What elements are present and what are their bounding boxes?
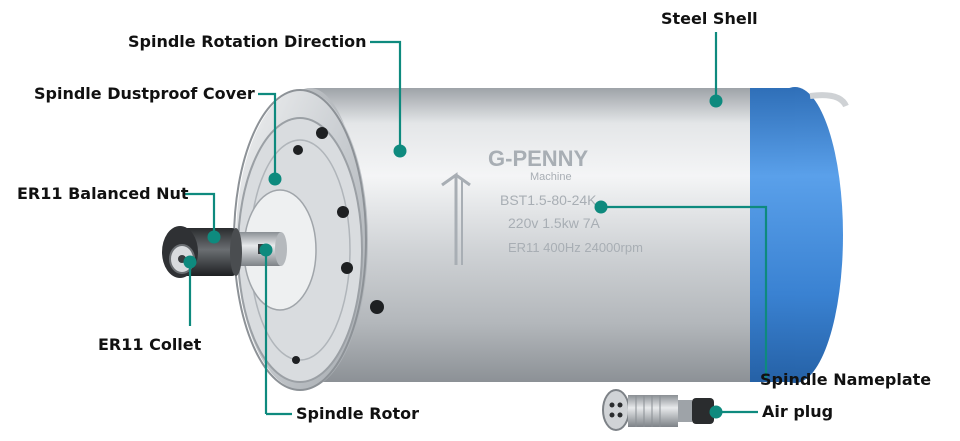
- spindle-blue-cap: [745, 87, 849, 383]
- callout-line-dustproof: [258, 92, 277, 178]
- bolt-icon: [337, 206, 349, 218]
- callout-dot-rotor: [259, 243, 273, 257]
- er11-nut: [162, 226, 242, 278]
- nameplate-model: BST1.5-80-24K: [500, 192, 597, 208]
- callout-line-nameplate: [601, 205, 768, 378]
- nameplate-brand: G-PENNY: [488, 146, 589, 171]
- bolt-icon: [341, 262, 353, 274]
- engraved-nameplate: G-PENNY Machine BST1.5-80-24K 220v 1.5kw…: [441, 146, 643, 265]
- label-air-plug: Air plug: [762, 402, 834, 421]
- callout-dots: [183, 94, 723, 419]
- callout-dot-dustproof: [268, 172, 282, 186]
- callout-lines: [183, 32, 768, 416]
- callout-dot-nameplate: [594, 200, 608, 214]
- label-collet: ER11 Collet: [98, 335, 202, 354]
- bolt-icon: [292, 356, 300, 364]
- label-dustproof-cover: Spindle Dustproof Cover: [34, 84, 255, 103]
- label-rotation-direction: Spindle Rotation Direction: [128, 32, 367, 51]
- nameplate-spec: ER11 400Hz 24000rpm: [508, 240, 643, 255]
- callout-dot-balanced-nut: [207, 230, 221, 244]
- label-steel-shell: Steel Shell: [661, 9, 758, 28]
- callout-line-rotation: [370, 40, 402, 150]
- label-rotor: Spindle Rotor: [296, 404, 420, 423]
- callout-line-rotor: [264, 250, 292, 416]
- label-nameplate: Spindle Nameplate: [760, 370, 932, 389]
- bolt-icon: [370, 300, 384, 314]
- callout-dot-collet: [183, 255, 197, 269]
- callout-dot-rotation: [393, 144, 407, 158]
- bolt-icon: [316, 127, 328, 139]
- callout-line-balanced-nut: [183, 192, 216, 236]
- bolt-icon: [293, 145, 303, 155]
- spindle-flange: [237, 117, 384, 383]
- callout-dot-air-plug: [709, 405, 723, 419]
- nameplate-power: 220v 1.5kw 7A: [508, 215, 600, 231]
- callout-dot-steel-shell: [709, 94, 723, 108]
- nameplate-sub: Machine: [530, 171, 572, 183]
- label-balanced-nut: ER11 Balanced Nut: [17, 184, 189, 203]
- air-plug-connector: [602, 389, 714, 431]
